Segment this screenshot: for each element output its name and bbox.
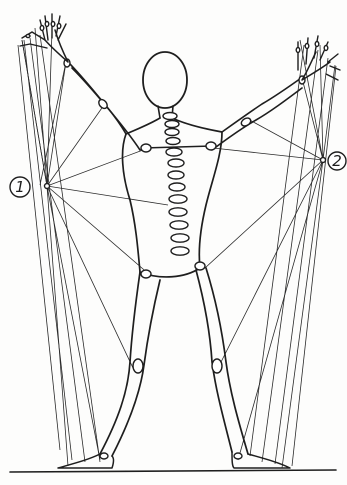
right-hand xyxy=(296,36,340,80)
right-ankle-joint xyxy=(234,453,242,459)
ground-line xyxy=(10,470,336,472)
left-knee-joint xyxy=(133,359,143,373)
head xyxy=(143,52,187,108)
left-hand xyxy=(20,14,68,62)
right-knee-joint xyxy=(212,359,222,373)
left-hip-joint xyxy=(141,270,151,278)
spine xyxy=(163,113,189,256)
right-leg xyxy=(196,268,248,459)
strings-anchor-2 xyxy=(205,40,336,468)
anchor-point-2: 2 xyxy=(321,152,347,170)
right-shoulder-joint xyxy=(206,142,216,150)
anchor-point-1: 1 xyxy=(10,177,50,197)
right-arm xyxy=(206,76,305,150)
left-shoulder-joint xyxy=(141,144,151,152)
right-hip-joint xyxy=(195,262,205,270)
label-2-text: 2 xyxy=(332,152,342,170)
left-ankle-joint xyxy=(100,453,108,459)
label-1-text: 1 xyxy=(15,178,25,196)
left-arm xyxy=(64,59,151,152)
left-leg xyxy=(100,272,160,459)
